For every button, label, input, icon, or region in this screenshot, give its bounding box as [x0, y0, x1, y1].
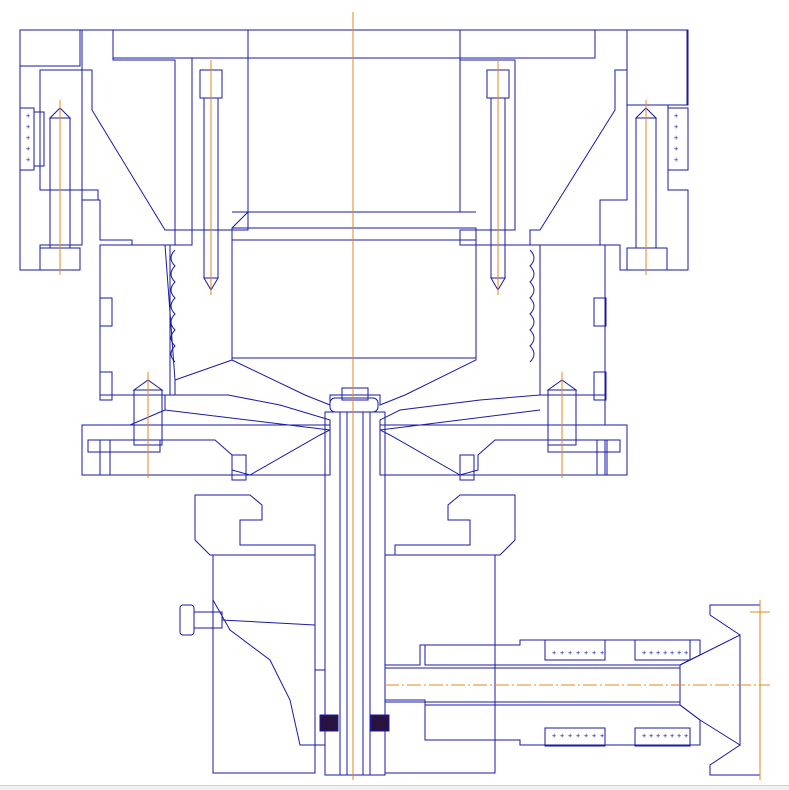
roller-plus-mark: +: [670, 649, 674, 657]
roller-plus-mark: +: [592, 732, 596, 740]
shaft-tube: [339, 411, 371, 776]
roller-plus-mark: +: [584, 649, 588, 657]
right-top-flange: [599, 29, 689, 271]
roller-markers: ++++++++++++++++++++++++++++++++++++++: [26, 112, 688, 740]
roller-plus-mark: +: [674, 134, 678, 142]
bottom-flange-right: [379, 424, 628, 476]
roller-plus-mark: +: [576, 649, 580, 657]
roller-plus-mark: +: [552, 649, 556, 657]
right-bottom-body: [384, 699, 496, 774]
roller-plus-mark: +: [663, 649, 667, 657]
roller-plus-mark: +: [684, 649, 688, 657]
seal-left: [319, 714, 339, 732]
roller-plus-mark: +: [674, 112, 678, 120]
seal-right: [370, 714, 390, 732]
tube-housing-upper: [424, 639, 701, 666]
roller-plus-mark: +: [656, 649, 660, 657]
left-cone-body: [81, 29, 249, 246]
bearing-top-2: [634, 639, 691, 661]
roller-plus-mark: +: [584, 732, 588, 740]
adjust-knob: [179, 604, 195, 636]
roller-plus-mark: +: [642, 649, 646, 657]
bearing-top-1: [544, 639, 606, 661]
roller-plus-mark: +: [684, 732, 688, 740]
left-gland: [194, 494, 316, 556]
roller-plus-mark: +: [642, 732, 646, 740]
left-lower-body: [212, 554, 326, 746]
roller-plus-mark: +: [26, 123, 30, 131]
roller-plus-mark: +: [568, 732, 572, 740]
central-shaft: [319, 387, 681, 776]
roller-plus-mark: +: [592, 649, 596, 657]
bearing-bottom-1: [544, 727, 606, 747]
roller-plus-mark: +: [649, 732, 653, 740]
roller-plus-mark: +: [560, 649, 564, 657]
main-body: [81, 210, 628, 476]
bottom-scroll-rule: [0, 785, 789, 790]
roller-plus-mark: +: [677, 732, 681, 740]
roller-plus-mark: +: [649, 649, 653, 657]
left-side-windows: [19, 107, 113, 476]
top-bore: [247, 57, 461, 213]
bearing-bottom-2: [634, 727, 691, 747]
roller-plus-mark: +: [26, 156, 30, 164]
roller-plus-mark: +: [26, 145, 30, 153]
right-lower-body: [384, 554, 496, 666]
roller-plus-mark: +: [600, 732, 604, 740]
right-body-lower: [379, 394, 628, 476]
right-labyrinth: [529, 249, 535, 363]
right-oil-channel: [379, 409, 541, 431]
bottom-flange: [81, 424, 331, 476]
roller-plus-mark: +: [26, 134, 30, 142]
roller-plus-mark: +: [674, 145, 678, 153]
top-housing: [19, 29, 689, 271]
roller-plus-mark: +: [674, 156, 678, 164]
roller-plus-mark: +: [674, 123, 678, 131]
left-body: [81, 210, 331, 476]
roller-plus-mark: +: [568, 649, 572, 657]
roller-plus-mark: +: [552, 732, 556, 740]
roller-plus-mark: +: [670, 732, 674, 740]
left-labyrinth: [170, 249, 176, 363]
right-gland: [394, 494, 516, 556]
outlet-flange: [709, 604, 761, 776]
top-cap-opening: [112, 29, 596, 59]
roller-plus-mark: +: [26, 112, 30, 120]
right-cone-body: [459, 29, 628, 246]
roller-plus-mark: +: [600, 649, 604, 657]
outlet-cone: [679, 634, 741, 746]
roller-plus-mark: +: [576, 732, 580, 740]
center-axes: [59, 12, 770, 780]
roller-plus-mark: +: [560, 732, 564, 740]
left-oil-channel: [164, 409, 331, 431]
piston-bore: [231, 239, 477, 359]
roller-plus-mark: +: [677, 649, 681, 657]
roller-plus-mark: +: [663, 732, 667, 740]
roller-plus-mark: +: [656, 732, 660, 740]
inner-piston: [231, 227, 477, 406]
